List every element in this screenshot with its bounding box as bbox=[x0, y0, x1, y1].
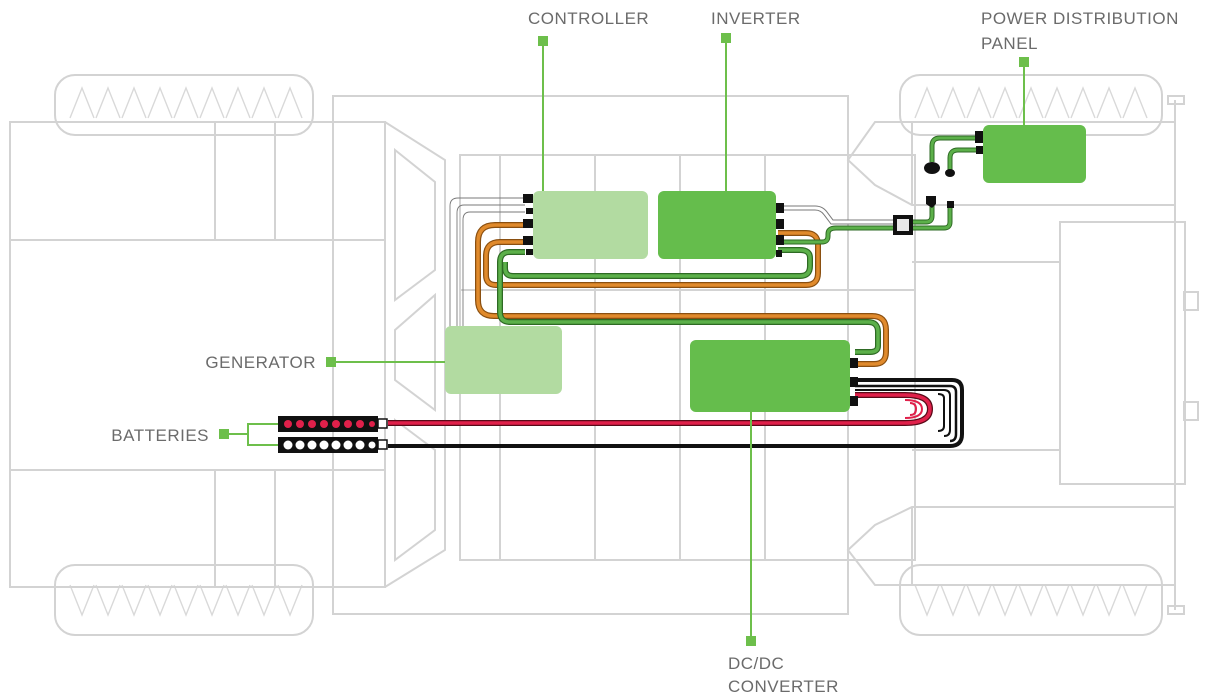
cable-orange bbox=[475, 222, 889, 367]
label-dcdc-line1: DC/DC bbox=[728, 654, 784, 673]
cable-black bbox=[388, 378, 964, 448]
batteries[interactable] bbox=[278, 416, 388, 453]
signal-cables bbox=[449, 197, 525, 330]
cable-red bbox=[388, 392, 934, 426]
label-controller: CONTROLLER bbox=[528, 9, 649, 28]
label-inverter: INVERTER bbox=[711, 9, 801, 28]
label-batteries: BATTERIES bbox=[111, 426, 209, 445]
leader-lines bbox=[219, 33, 1029, 646]
generator[interactable] bbox=[445, 326, 562, 394]
inverter[interactable] bbox=[658, 191, 784, 259]
dcdc-converter[interactable] bbox=[690, 340, 858, 412]
wheel-front-right bbox=[899, 564, 1163, 636]
battery-cells-white bbox=[283, 440, 376, 450]
components bbox=[278, 125, 1086, 453]
wheel-front-left bbox=[54, 564, 314, 636]
label-power-distribution-line1: POWER DISTRIBUTION bbox=[981, 9, 1179, 28]
labels: CONTROLLER INVERTER POWER DISTRIBUTION P… bbox=[111, 9, 1179, 696]
wheel-rear-left bbox=[54, 74, 314, 136]
label-generator: GENERATOR bbox=[205, 353, 316, 372]
charge-port-connector bbox=[893, 162, 955, 235]
label-power-distribution-line2: PANEL bbox=[981, 34, 1038, 53]
cable-green bbox=[497, 135, 978, 355]
cabling bbox=[388, 135, 978, 448]
battery-cells-red bbox=[284, 420, 375, 428]
body-right bbox=[846, 95, 1199, 615]
label-dcdc-line2: CONVERTER bbox=[728, 677, 839, 696]
body-left bbox=[9, 121, 446, 588]
power-distribution-panel[interactable] bbox=[975, 125, 1086, 183]
controller[interactable] bbox=[523, 191, 648, 259]
